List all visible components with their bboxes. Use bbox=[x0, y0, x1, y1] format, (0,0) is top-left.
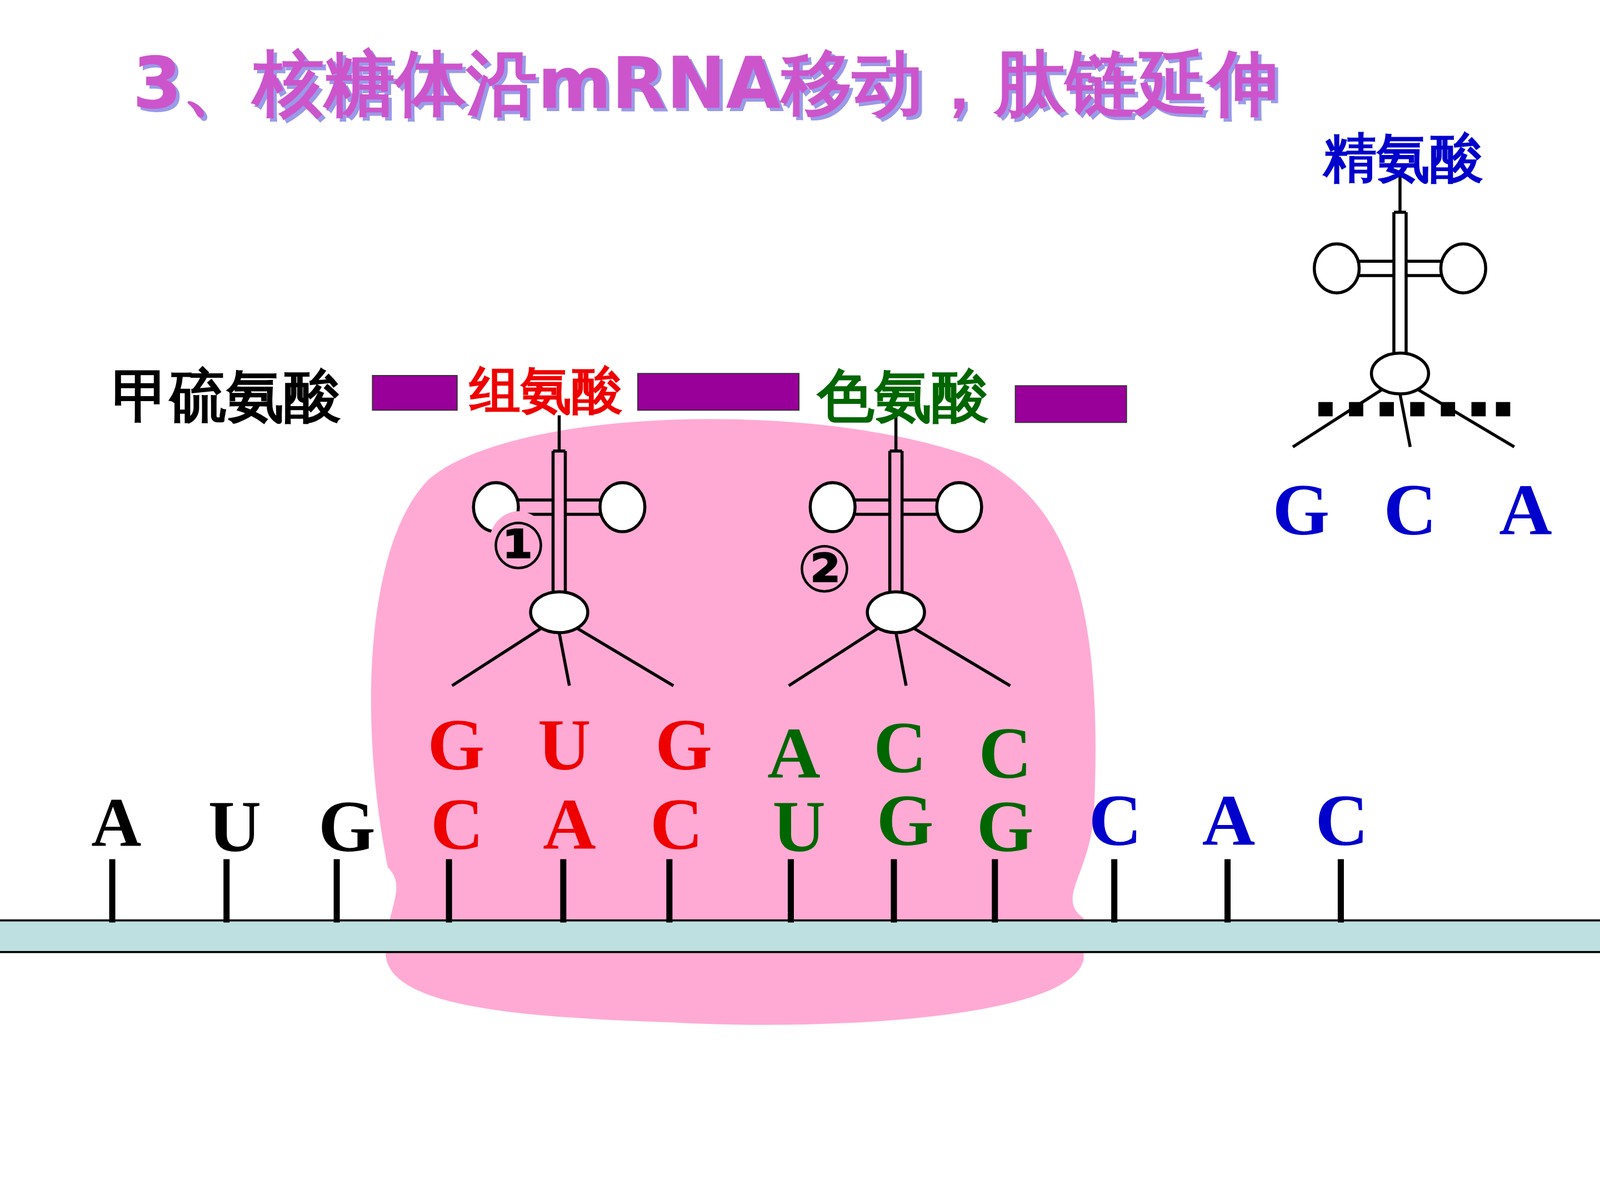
anticodon-base: C bbox=[1383, 473, 1438, 547]
mrna-base: G bbox=[876, 783, 934, 858]
anticodon-base: C bbox=[873, 711, 927, 785]
mrna-base: G bbox=[318, 790, 376, 864]
mrna-base: G bbox=[976, 790, 1034, 864]
anticodon-base: A bbox=[1498, 473, 1553, 547]
mrna-base: A bbox=[1202, 783, 1256, 858]
anticodon-base: U bbox=[537, 708, 592, 782]
slide-title: 3、核糖体沿mRNA移动，肽链延伸 bbox=[132, 47, 1279, 119]
amino-acid-name: 色氨酸 bbox=[817, 367, 989, 425]
mrna-base: A bbox=[542, 787, 597, 862]
anticodon-base: G bbox=[427, 708, 485, 782]
amino-acid-name: 组氨酸 bbox=[469, 365, 623, 417]
mrna-base: U bbox=[772, 790, 826, 864]
anticodon-base: C bbox=[978, 716, 1032, 790]
mrna-base: U bbox=[208, 790, 262, 864]
anticodon-base: G bbox=[1272, 473, 1330, 547]
mrna-base: C bbox=[650, 787, 704, 862]
amino-acid-name: 精氨酸 bbox=[1323, 131, 1484, 185]
hydrogen-bond-dots bbox=[1318, 402, 1510, 417]
mrna-strand bbox=[0, 920, 1600, 953]
mrna-base: A bbox=[91, 787, 142, 858]
mrna-base: C bbox=[1088, 783, 1143, 858]
mrna-base-ticks bbox=[112, 859, 1341, 923]
trna-2 bbox=[788, 415, 1011, 687]
callout-number: ② bbox=[794, 534, 855, 605]
trna-arginine bbox=[1292, 176, 1515, 448]
trna-1 bbox=[452, 415, 674, 687]
mrna-base: C bbox=[1315, 783, 1369, 858]
amino-acid-name: 甲硫氨酸 bbox=[112, 367, 342, 425]
anticodon-base: A bbox=[767, 716, 821, 790]
anticodon-base: G bbox=[655, 708, 713, 782]
callout-number: ① bbox=[488, 511, 549, 582]
mrna-base: C bbox=[430, 787, 484, 862]
